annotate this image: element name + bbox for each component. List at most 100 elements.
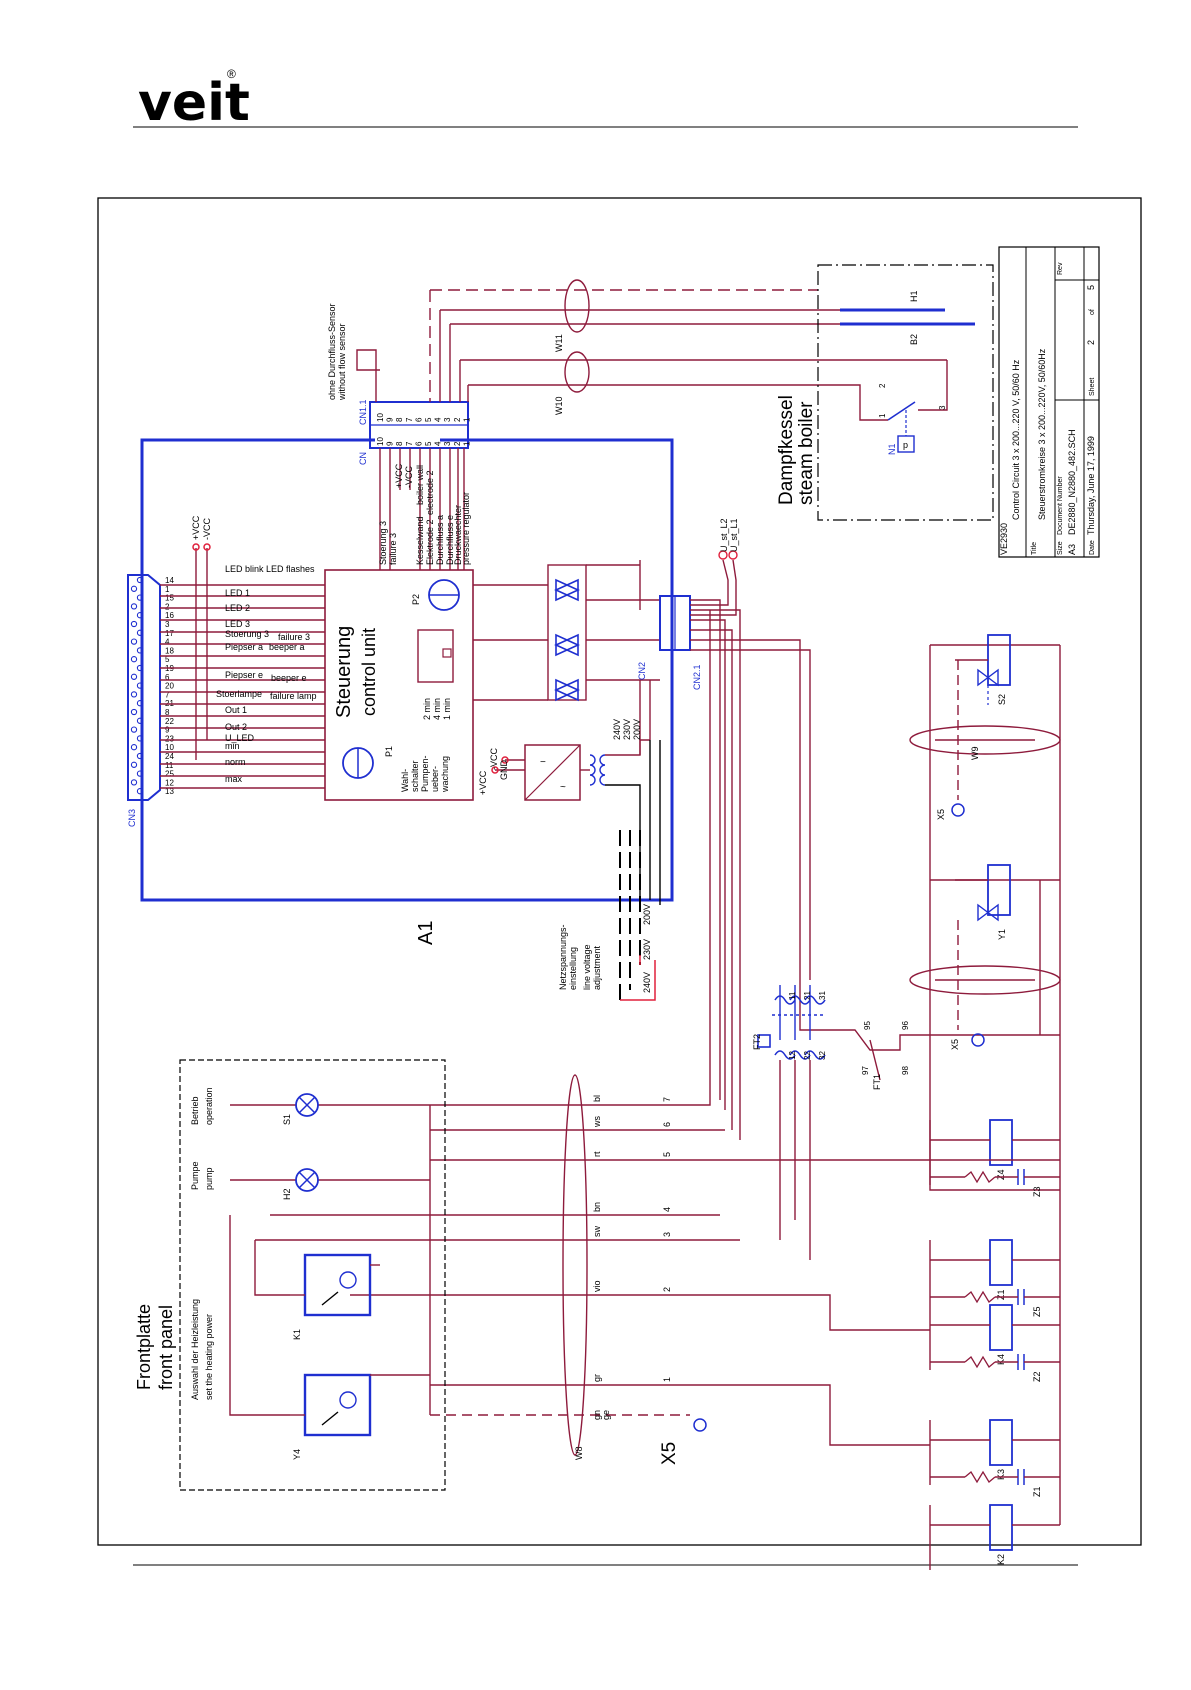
cn3-pin	[136, 629, 144, 636]
sw-pin-1: 1	[878, 413, 887, 418]
tap-240: 240V	[612, 719, 622, 740]
harness-wire-number: 4	[662, 1207, 672, 1212]
pin-21: 21	[803, 991, 812, 1000]
cn3-pin	[136, 735, 144, 742]
y1-label: S2	[997, 694, 1007, 705]
mains-200: 200V	[642, 904, 652, 925]
cu-label-3: ueber-	[430, 766, 440, 792]
cable-w10: W10	[554, 396, 564, 415]
cn1-pin-number: 10	[376, 437, 385, 446]
cn3-signal-labels: LED blink LED flashes LED 1 LED 2 LED 3 …	[216, 564, 317, 784]
vcc-plus-label: +VCC	[191, 515, 201, 540]
contactor-label: K4	[996, 1354, 1006, 1365]
tb-sheet-label: Sheet	[1089, 378, 1096, 396]
h1-lamp: H2	[230, 1168, 430, 1200]
cn2-label: CN2	[637, 662, 647, 680]
mains-de-1: einstellung	[568, 947, 578, 990]
tap-200: 200V	[632, 719, 642, 740]
cn3-pin	[130, 761, 138, 768]
veit-logo: veit	[138, 73, 250, 133]
harness-wire-color: sw	[592, 1226, 602, 1238]
snubber-resistor	[964, 1170, 996, 1184]
cu-label-2: Pumpen-	[420, 755, 430, 792]
boiler-title-de: Dampfkessel	[776, 395, 797, 505]
registered-mark: ®	[227, 67, 236, 81]
snubber-label: Z3	[1032, 1186, 1042, 1197]
cn3-pin-number: 10	[165, 743, 174, 752]
psu-plus-vcc: +VCC	[478, 770, 488, 795]
cn3-pin-number: 17	[165, 629, 174, 638]
pin-32: 32	[818, 1051, 827, 1060]
cn1-signal-lines	[379, 448, 465, 570]
tb-of: of	[1089, 309, 1096, 315]
cn3-sig-11: Stoerlampe	[216, 689, 262, 699]
harness-wire-number: 6	[662, 1122, 672, 1127]
cn3-connector: 1411521631741851962072182292310241125121…	[127, 574, 174, 827]
supply-leads	[690, 550, 738, 616]
cable-w9: W9	[970, 747, 980, 761]
cn1-pin-number: 3	[443, 441, 452, 446]
tb-sheet: 2	[1086, 340, 1096, 345]
contactor-label: Z1	[996, 1289, 1006, 1300]
ft1-contacts	[840, 1029, 1060, 1081]
p1-label: P1	[384, 746, 394, 757]
time-selector	[417, 629, 454, 683]
cu-time-0: 2 min	[422, 698, 432, 720]
cn3-pin	[130, 638, 138, 645]
harness-wire-number: 1	[662, 1377, 672, 1382]
snubber-label: Z2	[1032, 1371, 1042, 1382]
cable-w8: W8	[574, 1447, 584, 1461]
title-block: VE2930 Title Control Circuit 3 x 200...2…	[998, 246, 1100, 558]
control-unit: Steuerung control unit Wahl- schalter Pu…	[324, 569, 474, 801]
cn3-pin-number: 8	[165, 708, 170, 717]
harness-wire-color: gr	[592, 1374, 602, 1382]
vcc-inputs: +VCC -VCC	[191, 515, 212, 760]
cn3-pin-number: 3	[165, 620, 170, 629]
sw-pin-2: 2	[878, 383, 887, 388]
triac-symbols	[554, 578, 580, 702]
cn3-sig-17: norm	[225, 757, 246, 767]
ft2-thermal-relay	[757, 995, 826, 1060]
cn11-pin-number: 8	[395, 417, 404, 422]
cn3-pin	[130, 708, 138, 716]
cn3-pin	[130, 673, 138, 680]
contactor-coil	[989, 1119, 1013, 1166]
front-panel-de: Frontplatte	[134, 1304, 154, 1390]
boiler-cables	[429, 279, 947, 402]
ft2-label: FT2	[752, 1034, 762, 1050]
cn3-pin-number: 18	[165, 646, 174, 655]
cn1-sig-0: Stoerung 3	[378, 521, 388, 565]
cn1-label: CN	[358, 452, 368, 465]
cn21-label: CN2.1	[692, 664, 702, 690]
cn3-sig-13: Out 1	[225, 705, 247, 715]
tb-doc: DE2880_N2880_482.SCH	[1067, 429, 1077, 535]
cn3-sig-8: beeper a	[269, 642, 305, 652]
steam-boiler: H1 B2 p N1 1 2 3 Dampfkessel steam boile…	[776, 264, 994, 521]
pin-12: 12	[788, 1051, 797, 1060]
contactor-coil	[989, 1304, 1013, 1351]
contactor-label: K2	[996, 1554, 1006, 1565]
tap-230: 230V	[622, 719, 632, 740]
pin-11: 11	[788, 991, 797, 1000]
cn3-sig-18: max	[225, 774, 243, 784]
y4-solenoid-valve: Y1	[955, 864, 1011, 940]
harness-ground-color: gn	[592, 1410, 602, 1420]
tb-date-label: Date	[1089, 540, 1096, 555]
pressure-pin-label: p	[903, 440, 908, 450]
cn3-pin-number: 11	[165, 761, 174, 770]
harness-wire-number: 2	[662, 1287, 672, 1292]
harness-wire-number: 3	[662, 1232, 672, 1237]
cn3-pin	[136, 682, 144, 689]
a1-board: A1	[140, 438, 674, 945]
harness-wire-number: 7	[662, 1097, 672, 1102]
tb-rev-label: Rev	[1057, 262, 1064, 275]
tb-size: A3	[1067, 544, 1077, 555]
tb-drawn: VE2930	[999, 523, 1009, 555]
cn11-pin-number: 4	[434, 417, 443, 422]
cn3-sig-3: LED 2	[225, 603, 250, 613]
cn3-pin	[136, 752, 144, 760]
cn1-pin-number: 9	[386, 441, 395, 446]
cn1-sig-10: Druckwaechter	[453, 505, 463, 565]
